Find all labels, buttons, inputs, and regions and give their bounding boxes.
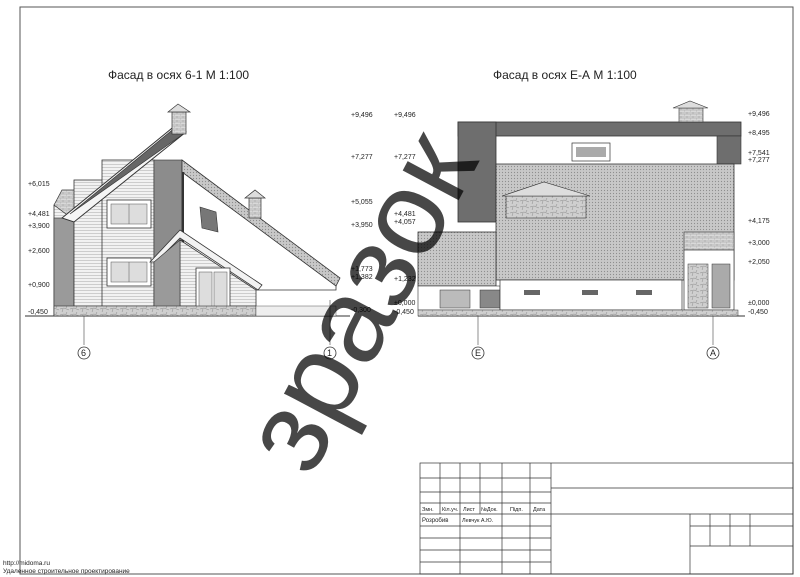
axis-marker-a	[706, 346, 720, 360]
level-left-6: +4,481	[28, 211, 50, 218]
level-right-0: +9,496	[748, 111, 770, 118]
level-left-4: +6,015	[28, 181, 50, 188]
axis-marker-1	[323, 346, 337, 360]
level-left-11: +2,600	[28, 248, 50, 255]
stamp-header-date: Дата	[533, 507, 546, 513]
axis-label-e: Е	[475, 348, 481, 358]
right-facade-title: Фасад в осях Е-А М 1:100	[493, 68, 637, 82]
level-right-6: +2,050	[748, 259, 770, 266]
axis-label-a: А	[710, 348, 716, 358]
level-left-14: +1,232	[394, 276, 416, 283]
sheet-frame	[19, 6, 794, 575]
level-right-8: -0,450	[748, 309, 768, 316]
level-right-4: +4,175	[748, 218, 770, 225]
level-left-12: +1,773	[351, 266, 373, 273]
level-left-18: -0,300	[351, 307, 371, 314]
level-left-1: +9,496	[394, 112, 416, 119]
title-block	[419, 462, 794, 575]
level-right-7: ±0,000	[748, 300, 769, 307]
level-left-17: -0,450	[28, 309, 48, 316]
axis-marker-6	[77, 346, 91, 360]
footer-url: http://midoma.ru	[3, 560, 50, 567]
level-left-10: +3,950	[351, 222, 373, 229]
stamp-header-sheet: Лист	[463, 507, 475, 513]
stamp-role: Розробив	[422, 518, 448, 524]
level-left-0: +9,496	[351, 112, 373, 119]
level-left-5: +5,055	[351, 199, 373, 206]
stamp-name: Левчук А.Ю.	[462, 518, 494, 524]
level-right-1: +8,495	[748, 130, 770, 137]
level-left-8: +4,057	[394, 219, 416, 226]
level-left-7: +4,481	[394, 211, 416, 218]
level-left-16: ±0,000	[394, 300, 415, 307]
left-level-marks: +9,496 +9,496 +7,277 +7,277 +6,015 +5,05…	[28, 112, 416, 316]
stamp-header-doc: №Док.	[481, 507, 498, 513]
right-facade-drawing	[417, 100, 745, 345]
left-facade-title: Фасад в осях 6-1 М 1:100	[108, 68, 249, 82]
left-facade-drawing	[25, 103, 350, 345]
right-level-marks: +9,496 +8,495 +7,541 +7,277 +4,175 +3,00…	[748, 111, 770, 316]
level-left-2: +7,277	[351, 154, 373, 161]
footer-caption: Удаленное строительное проектирование	[3, 568, 130, 575]
stamp-header-sign: Підп.	[510, 507, 523, 513]
level-left-9: +3,900	[28, 223, 50, 230]
level-right-3: +7,277	[748, 157, 770, 164]
level-right-2: +7,541	[748, 150, 770, 157]
stamp-header-change: Змн.	[422, 507, 434, 513]
axis-marker-e	[471, 346, 485, 360]
axis-label-6: 6	[81, 348, 86, 358]
level-right-5: +3,000	[748, 240, 770, 247]
level-left-15: +0,900	[28, 282, 50, 289]
axis-label-1: 1	[327, 348, 332, 358]
level-left-19: -0,450	[394, 309, 414, 316]
level-left-3: +7,277	[394, 154, 416, 161]
level-left-13: +1,382	[351, 274, 373, 281]
stamp-header-qty: Кіл.уч.	[442, 507, 459, 513]
